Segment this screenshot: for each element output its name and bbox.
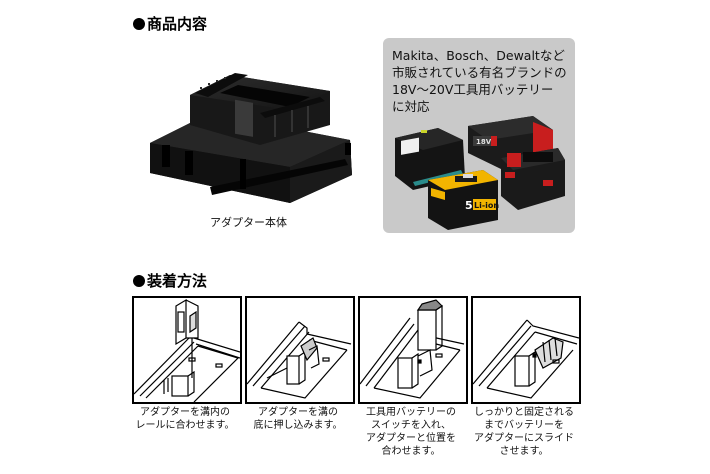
step-3-illustration: [358, 296, 468, 404]
compat-line: Makita、Bosch、Dewaltなど: [392, 48, 565, 63]
svg-text:18V: 18V: [476, 138, 492, 146]
caption-line: スイッチを入れ、: [370, 420, 452, 431]
caption-line: レールに合わせます。: [135, 420, 235, 431]
bullet-icon: [133, 18, 145, 30]
installation-heading: 装着方法: [133, 270, 207, 291]
caption-line: 合わせます。: [381, 446, 441, 457]
caption-line: アダプターを溝内の: [140, 407, 230, 418]
caption-line: 工具用バッテリーの: [366, 407, 456, 418]
step-4-illustration: [471, 296, 581, 404]
compat-line: 18V〜20V工具用バッテリー: [392, 82, 554, 97]
bullet-icon: [133, 275, 145, 287]
adapter-image: [140, 55, 365, 205]
step-4-caption: しっかりと固定される までバッテリーを アダプターにスライド させます。: [464, 406, 584, 458]
caption-line: アダプターを溝の: [258, 407, 338, 418]
contents-heading-text: 商品内容: [147, 15, 208, 33]
contents-heading: 商品内容: [133, 13, 207, 34]
caption-line: 底に押し込みます。: [253, 420, 343, 431]
makita-battery: [395, 128, 465, 190]
caption-line: アダプターにスライド: [474, 433, 574, 444]
caption-line: までバッテリーを: [484, 420, 564, 431]
compatibility-box: Makita、Bosch、Dewaltなど 市販されている有名ブランドの 18V…: [383, 38, 575, 233]
step-3-caption: 工具用バッテリーの スイッチを入れ、 アダプターと位置を 合わせます。: [351, 406, 471, 458]
adapter-caption: アダプター本体: [210, 216, 287, 229]
dewalt-battery: 5 Li-ion: [428, 170, 499, 230]
caption-line: アダプターと位置を: [366, 433, 456, 444]
compat-line: に対応: [392, 99, 430, 114]
step-1-caption: アダプターを溝内の レールに合わせます。: [125, 406, 245, 432]
step-2-illustration: [245, 296, 355, 404]
compat-line: 市販されている有名ブランドの: [392, 65, 567, 80]
caption-line: しっかりと固定される: [474, 407, 574, 418]
batteries-image: 18V 5 Li-ion: [395, 116, 565, 230]
compatibility-text: Makita、Bosch、Dewaltなど 市販されている有名ブランドの 18V…: [392, 47, 572, 115]
red-battery: [501, 148, 565, 210]
svg-text:Li-ion: Li-ion: [474, 201, 499, 210]
svg-text:5: 5: [465, 199, 473, 212]
installation-heading-text: 装着方法: [147, 272, 208, 290]
caption-line: させます。: [499, 446, 549, 457]
step-1-illustration: [132, 296, 242, 404]
step-2-caption: アダプターを溝の 底に押し込みます。: [238, 406, 358, 432]
